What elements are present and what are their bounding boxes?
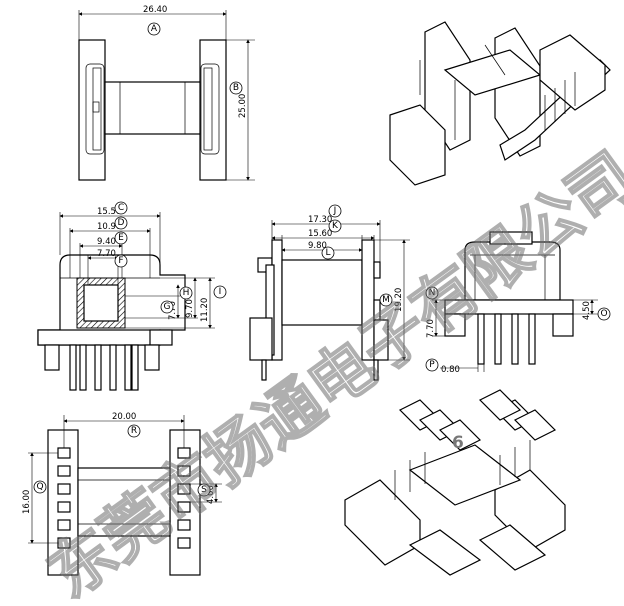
label-j: J xyxy=(328,204,342,218)
label-q: Q xyxy=(33,480,47,494)
bottom-pin-holes-left xyxy=(57,447,71,549)
label-k: K xyxy=(328,219,342,233)
front-section-view: 15.50 C 10.90 D 9.40 E 7.70 F 7.70 G 9.7… xyxy=(37,201,227,391)
svg-text:E: E xyxy=(118,233,124,243)
bottom-view: 20.00 R 16.00 Q 4.00 S xyxy=(22,412,222,576)
label-a: A xyxy=(147,22,161,36)
label-p: P xyxy=(425,358,439,372)
dim-g-value: 7.70 xyxy=(168,301,178,320)
dim-m-value: 19.20 xyxy=(394,288,404,312)
svg-text:L: L xyxy=(325,248,330,258)
label-s: S xyxy=(197,483,211,497)
label-m: M xyxy=(379,293,393,307)
svg-text:J: J xyxy=(333,206,337,216)
svg-text:K: K xyxy=(332,221,339,231)
svg-text:P: P xyxy=(429,360,435,370)
end-view: 7.70 N 4.50 O P 0.80 xyxy=(425,231,611,375)
label-i: I xyxy=(213,285,227,299)
svg-text:I: I xyxy=(219,287,222,297)
dim-c-value: 15.50 xyxy=(97,207,121,217)
dim-k-value: 15.60 xyxy=(308,229,332,239)
label-b: B xyxy=(229,81,243,95)
dim-p-value: 0.80 xyxy=(441,365,460,375)
label-e: E xyxy=(114,231,128,245)
label-n: N xyxy=(425,286,439,300)
svg-text:H: H xyxy=(183,288,190,298)
label-h: H xyxy=(179,286,193,300)
label-g: G xyxy=(160,300,174,314)
svg-text:A: A xyxy=(151,24,158,34)
dim-r-value: 20.00 xyxy=(112,412,136,422)
svg-text:Q: Q xyxy=(36,482,43,492)
svg-text:D: D xyxy=(118,218,125,228)
dim-e-value: 9.40 xyxy=(97,237,116,247)
label-o: O xyxy=(597,307,611,321)
isometric-view-top xyxy=(389,21,611,186)
dim-d-value: 10.90 xyxy=(97,222,121,232)
dim-q-value: 16.00 xyxy=(22,490,32,514)
page-number: 6 xyxy=(452,433,464,453)
label-r: R xyxy=(127,424,141,438)
dim-s-value: 4.00 xyxy=(206,485,216,504)
dim-l-value: 9.80 xyxy=(308,241,327,251)
dim-i-value: 11.20 xyxy=(200,298,210,322)
label-d: D xyxy=(114,216,128,230)
end-pins xyxy=(477,313,536,365)
svg-text:C: C xyxy=(118,203,124,213)
side-view: 17.30 J 15.60 K 9.80 L 19.20 M xyxy=(249,204,410,381)
svg-text:O: O xyxy=(600,309,607,319)
svg-text:G: G xyxy=(164,302,171,312)
dim-j-value: 17.30 xyxy=(308,215,332,225)
dim-h-value: 9.70 xyxy=(185,299,195,318)
dim-b-value: 25.00 xyxy=(238,94,248,118)
isometric-view-bottom: 6 xyxy=(344,389,566,576)
dim-a-value: 26.40 xyxy=(143,5,167,15)
dim-n-value: 7.70 xyxy=(426,319,436,338)
bottom-pin-holes-right xyxy=(177,447,191,549)
dim-o-value: 4.50 xyxy=(582,301,592,320)
svg-text:B: B xyxy=(233,83,239,93)
svg-text:R: R xyxy=(131,426,137,436)
svg-text:N: N xyxy=(429,288,436,298)
svg-text:S: S xyxy=(201,485,207,495)
svg-text:F: F xyxy=(118,256,123,266)
label-c: C xyxy=(114,201,128,215)
label-f: F xyxy=(114,254,128,268)
label-l: L xyxy=(321,246,335,260)
svg-text:M: M xyxy=(382,295,390,305)
top-view: 26.40 A 25.00 B xyxy=(78,5,255,181)
front-pins xyxy=(69,344,139,391)
dim-f-value: 7.70 xyxy=(97,249,116,259)
